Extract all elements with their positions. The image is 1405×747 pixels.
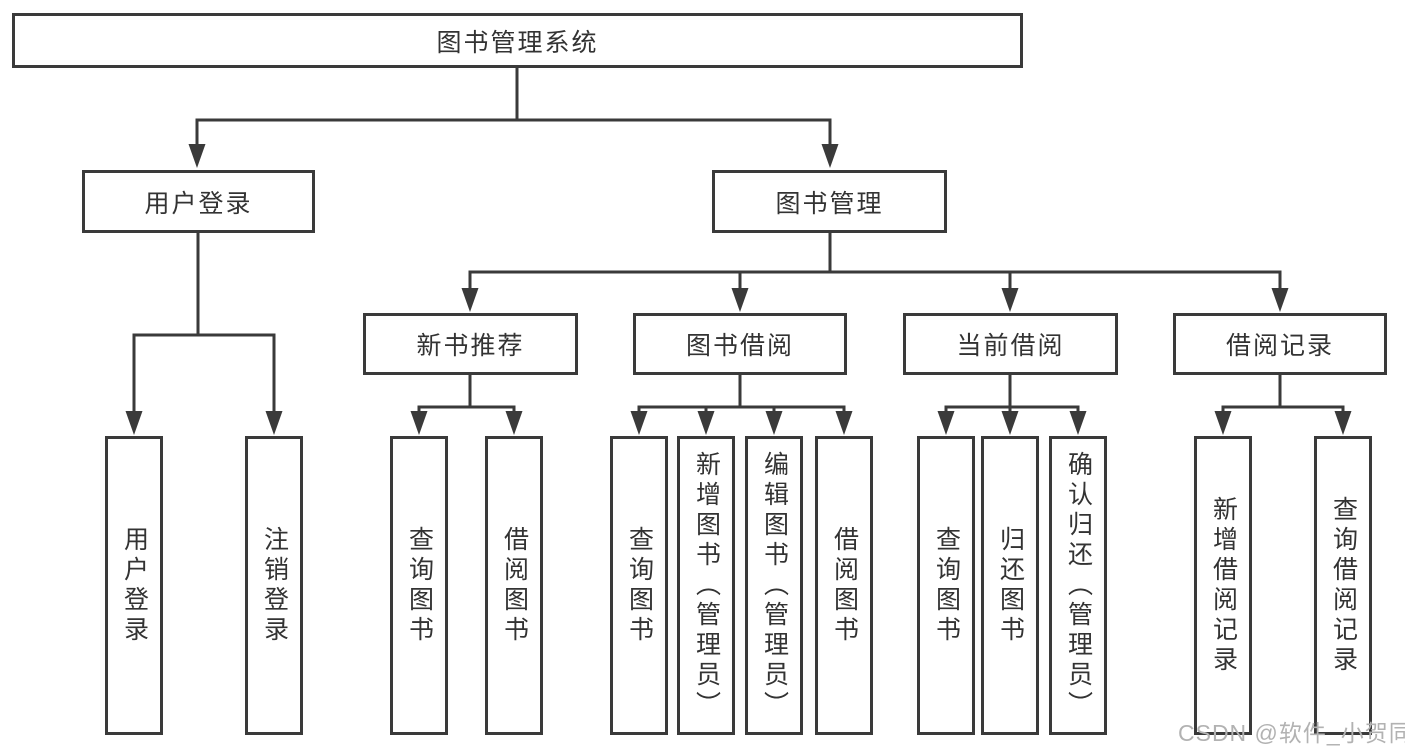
connector-book-borrow-to-leaves [630,373,853,435]
leaf-logout: 注销登录 [245,436,303,735]
node-library-management-system: 图书管理系统 [12,13,1023,68]
leaf-user-login: 用户登录 [105,436,163,735]
leaf-records-query-borrow-record: 查询借阅记录 [1314,436,1372,735]
leaf-records-add-borrow-record: 新增借阅记录 [1194,436,1252,735]
csdn-watermark: CSDN @软件_小贺同学 [1178,720,1405,746]
connector-current-borrow-to-leaves [937,373,1087,435]
connector-user-login-to-leaves [125,231,283,435]
connector-root-to-level2 [188,66,839,168]
leaf-borrow-borrow-books: 借阅图书 [815,436,873,735]
leaf-newbook-borrow-books: 借阅图书 [485,436,543,735]
connector-borrow-records-to-leaves [1214,373,1352,435]
node-borrowing-records: 借阅记录 [1173,313,1387,375]
leaf-borrow-add-books-admin: 新增图书（管理员） [677,436,735,735]
leaf-current-return-books: 归还图书 [981,436,1039,735]
node-book-management: 图书管理 [712,170,947,233]
node-book-borrowing: 图书借阅 [633,313,847,375]
leaf-current-query-books: 查询图书 [917,436,975,735]
node-current-borrowing: 当前借阅 [903,313,1118,375]
leaf-current-confirm-return-admin: 确认归还（管理员） [1049,436,1107,735]
leaf-newbook-query-books: 查询图书 [390,436,448,735]
node-user-login: 用户登录 [82,170,315,233]
leaf-borrow-edit-books-admin: 编辑图书（管理员） [745,436,803,735]
connector-new-book-to-leaves [410,373,523,435]
node-new-book-recommendation: 新书推荐 [363,313,578,375]
leaf-borrow-query-books: 查询图书 [610,436,668,735]
connector-book-management-to-level3 [461,231,1289,312]
